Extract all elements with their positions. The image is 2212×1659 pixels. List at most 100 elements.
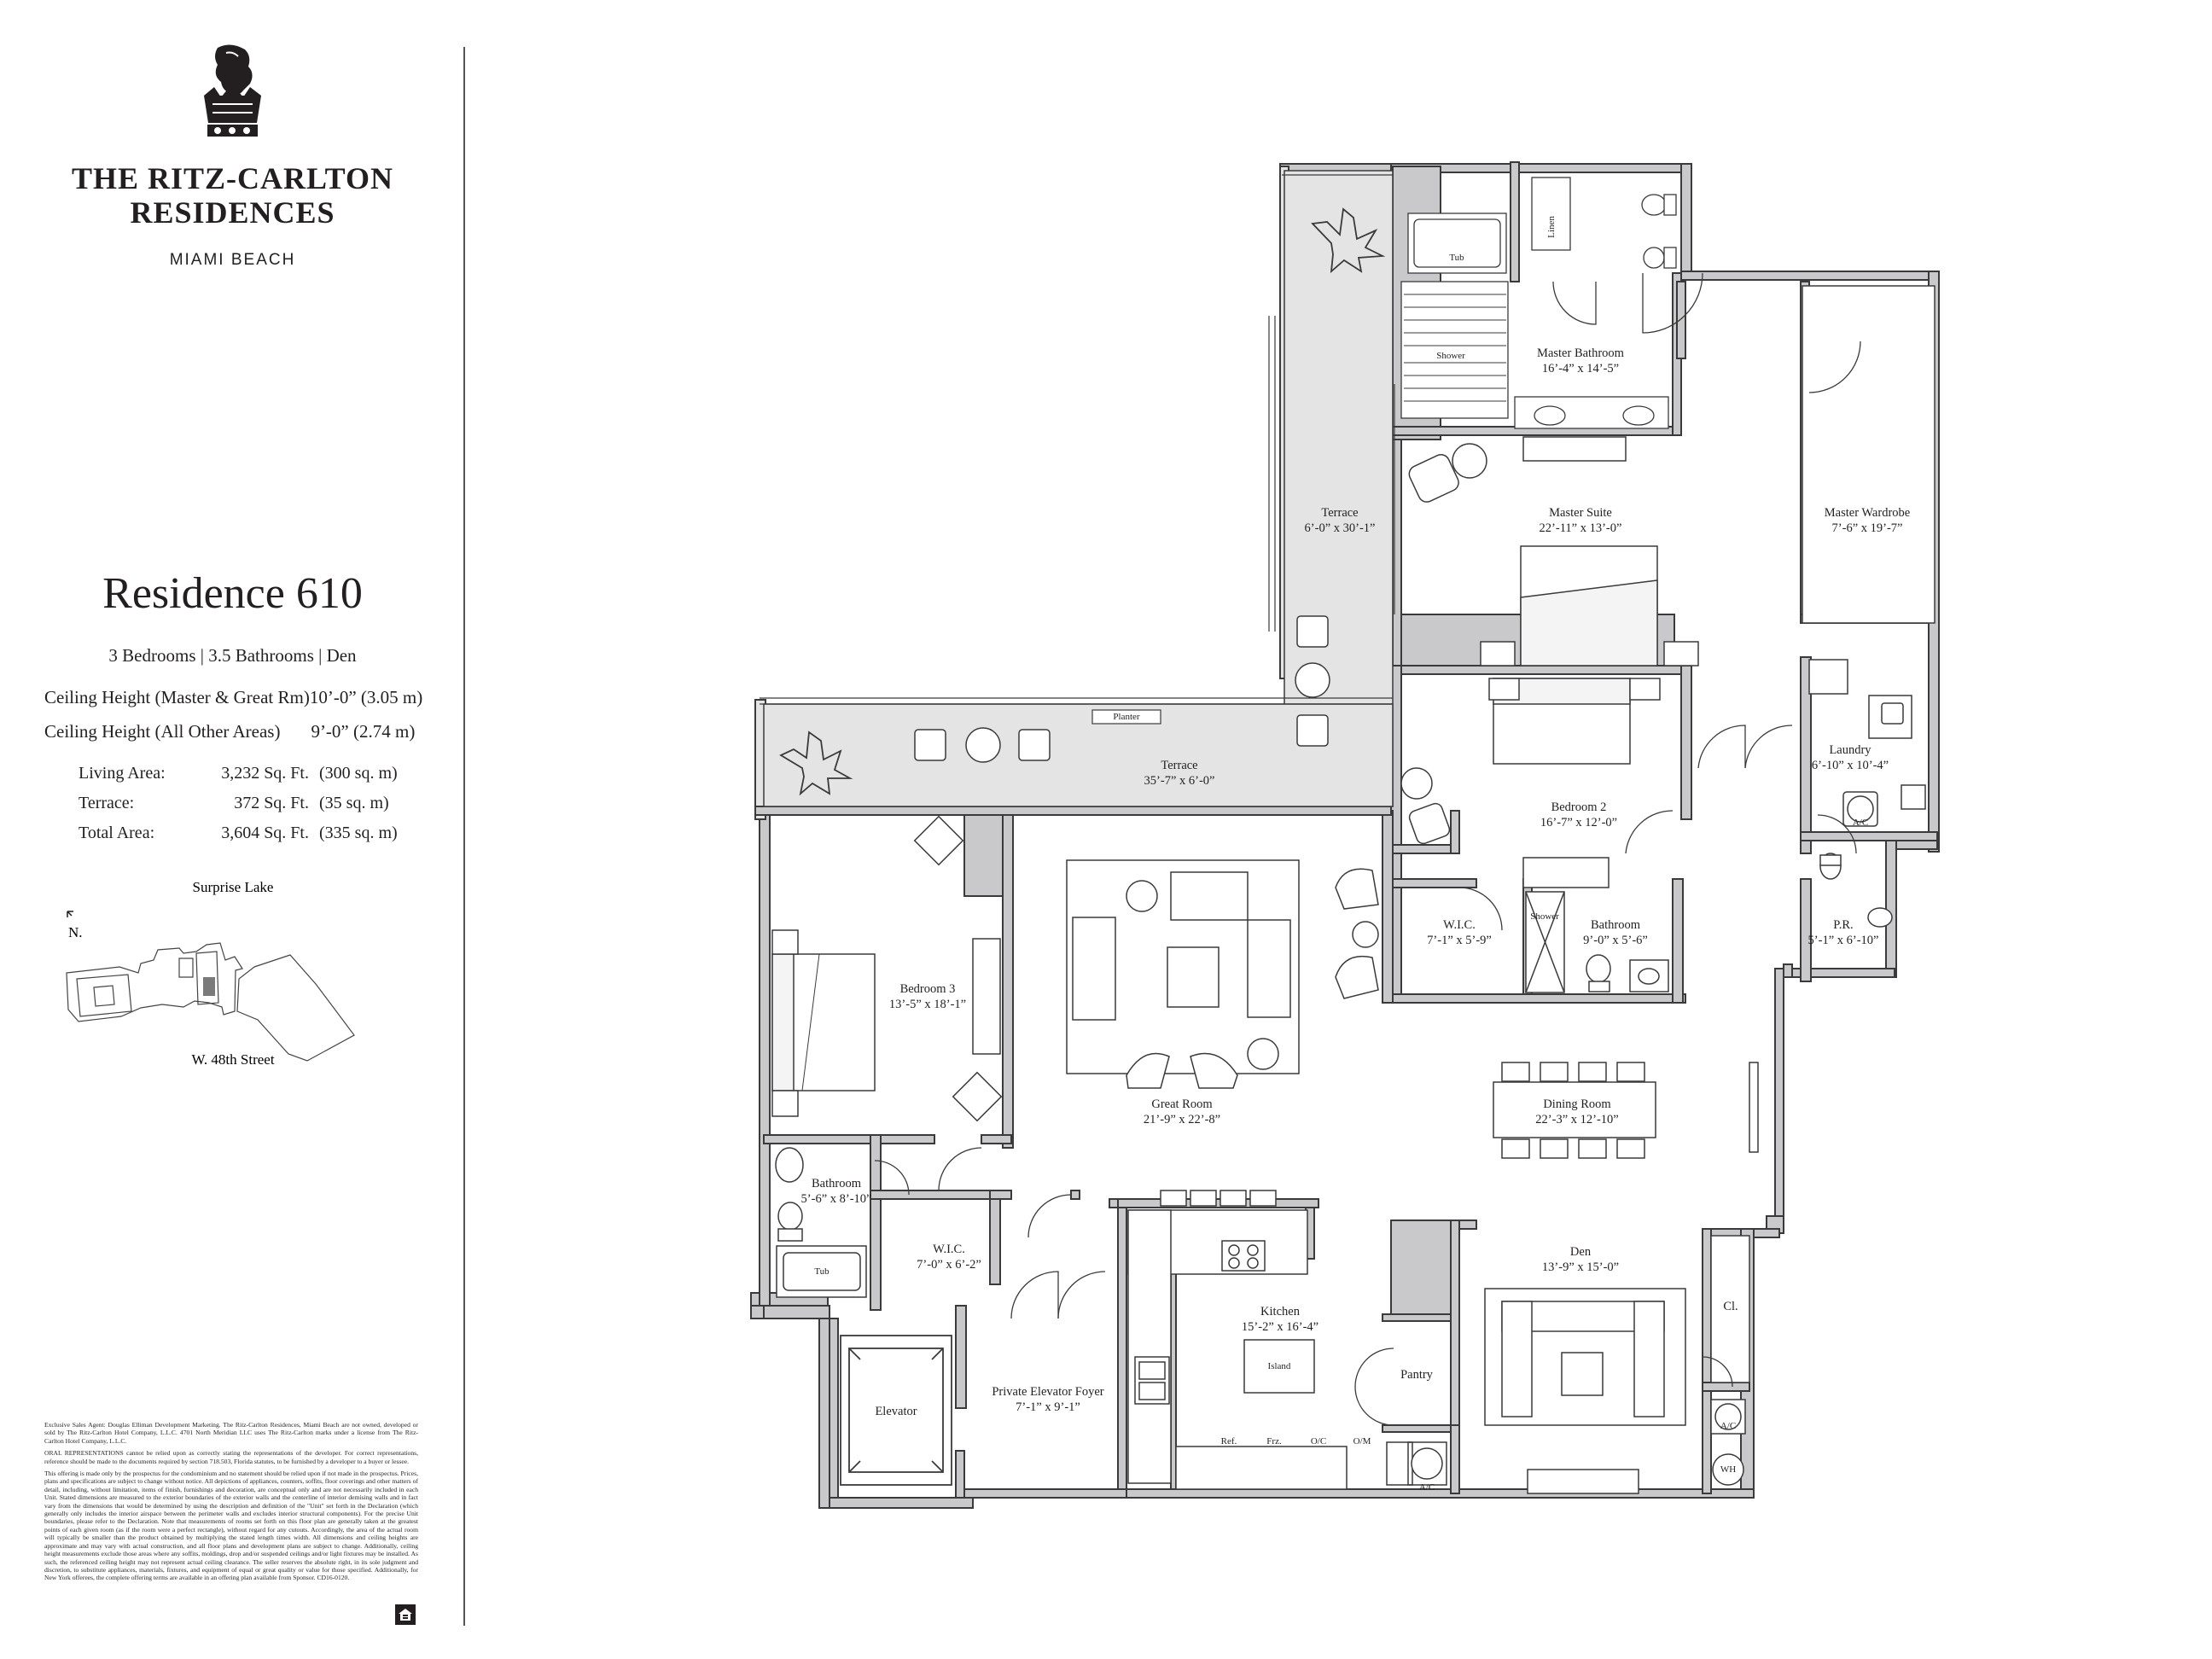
door-arc [1354,1348,1394,1388]
island-label: Island [1267,1361,1291,1371]
info-sidebar: THE RITZ-CARLTON RESIDENCES MIAMI BEACH … [0,0,465,1659]
toilet-icon [1641,194,1667,216]
water-heater-icon [1712,1453,1744,1486]
side-table-icon [1126,880,1158,912]
elevator-label: Elevator [875,1405,917,1418]
brand-name-line2: RESIDENCES [130,195,335,230]
pantry-label: Pantry [1400,1368,1433,1382]
elevator-box [840,1335,952,1486]
den-furniture [1484,1235,1750,1494]
bedroom2-furniture [1400,678,1893,993]
ac-label: A/C [1852,818,1869,828]
dining-chair-icon [1501,1138,1530,1159]
door-arc [1552,281,1597,325]
door-arc [1057,1271,1106,1319]
door-arc [1697,725,1746,769]
armchair-icon [1126,1052,1170,1089]
sofa-icon [1072,917,1116,1021]
bar-stool-icon [1249,1190,1277,1207]
ac-label: A/C [1418,1482,1435,1493]
north-arrow-icon [67,911,73,917]
closet-label: Cl. [1723,1300,1738,1313]
dining-chair-icon [1616,1062,1645,1082]
plant-icon [779,731,853,796]
area-sqft: 3,604 Sq. Ft. [221,824,309,842]
area-sqm: (35 sq. m) [319,794,389,812]
wardrobe-area [1802,285,1936,624]
building-outline [66,942,355,1062]
door-arc [1642,272,1703,334]
door-arc [1354,1386,1394,1426]
terrace-chair-icon [1296,615,1329,648]
door-swings [874,272,1861,1426]
shower-label: Shower [1436,351,1465,361]
door-arc [1744,725,1793,769]
keyplan-bottom-label: W. 48th Street [191,1051,274,1068]
terrace-chair-icon [1296,714,1329,747]
equal-housing-icon [395,1604,416,1625]
door-arc [1027,1194,1072,1238]
wh-label: WH [1720,1464,1737,1475]
ac-label: A/C [1720,1421,1737,1431]
sink-icon [1638,968,1660,985]
closet-area [1710,1235,1750,1383]
key-plan-map: Surprise Lake N. W. 48th Street [66,879,355,1068]
sink-icon [1867,907,1893,928]
area-label: Terrace: [79,794,135,812]
kitchen-island-icon [1243,1339,1315,1394]
area-sqm: (335 sq. m) [319,824,398,842]
terrace-railing [760,174,1395,725]
tub-label: Tub [1449,253,1464,263]
dresser [1522,436,1627,462]
sofa-arm [1501,1301,1533,1417]
coffee-table-icon [1561,1352,1604,1396]
room-label-wic-2: W.I.C.7’-0” x 6’-2” [917,1243,981,1272]
bathroom3-fixtures [775,1147,867,1298]
armchair-icon [1408,802,1451,845]
oven-label: O/C [1310,1436,1327,1447]
dining-chair-icon [1501,1062,1530,1082]
area-table: Living Area:3,232 Sq. Ft.(300 sq. m) Ter… [79,764,398,853]
bidet-icon [1643,247,1665,269]
area-sqft: 372 Sq. Ft. [234,794,309,812]
area-row: Terrace: 372 Sq. Ft. (35 sq. m) [79,794,398,824]
bar-stool-icon [1220,1190,1247,1207]
sectional-sofa-icon [1170,871,1291,1018]
disclaimer-paragraph: ORAL REPRESENTATIONS cannot be relied up… [44,1449,418,1465]
door-arc [874,1160,910,1196]
dining-chair-icon [1616,1138,1645,1159]
dining-chair-icon [1578,1138,1607,1159]
door-arc [1702,1356,1733,1388]
toilet-icon [1586,954,1611,983]
dining-furniture [1493,1062,1759,1159]
door-arc [1817,814,1857,854]
keyplan-north-label: N. [68,924,83,940]
media-console [1527,1469,1639,1494]
armchair-icon [1190,1052,1238,1089]
ceiling-height-other: Ceiling Height (All Other Areas)9’-0” (2… [44,721,415,742]
cooktop-icon [1221,1240,1266,1272]
legal-disclaimer: Exclusive Sales Agent: Douglas Elliman D… [44,1421,418,1586]
terrace-furniture [914,615,1330,763]
sofa-arm [1633,1301,1665,1417]
sink-icon [1622,405,1655,426]
side-table-icon [1400,767,1433,800]
wardrobe-laundry [1802,285,1936,827]
plant-icon [1311,207,1386,274]
door-arc [938,1147,982,1191]
door-arc [1010,1271,1059,1319]
fridge-label: Ref. [1220,1436,1237,1447]
area-row: Living Area:3,232 Sq. Ft.(300 sq. m) [79,764,398,794]
area-row: Total Area:3,604 Sq. Ft.(335 sq. m) [79,824,398,853]
